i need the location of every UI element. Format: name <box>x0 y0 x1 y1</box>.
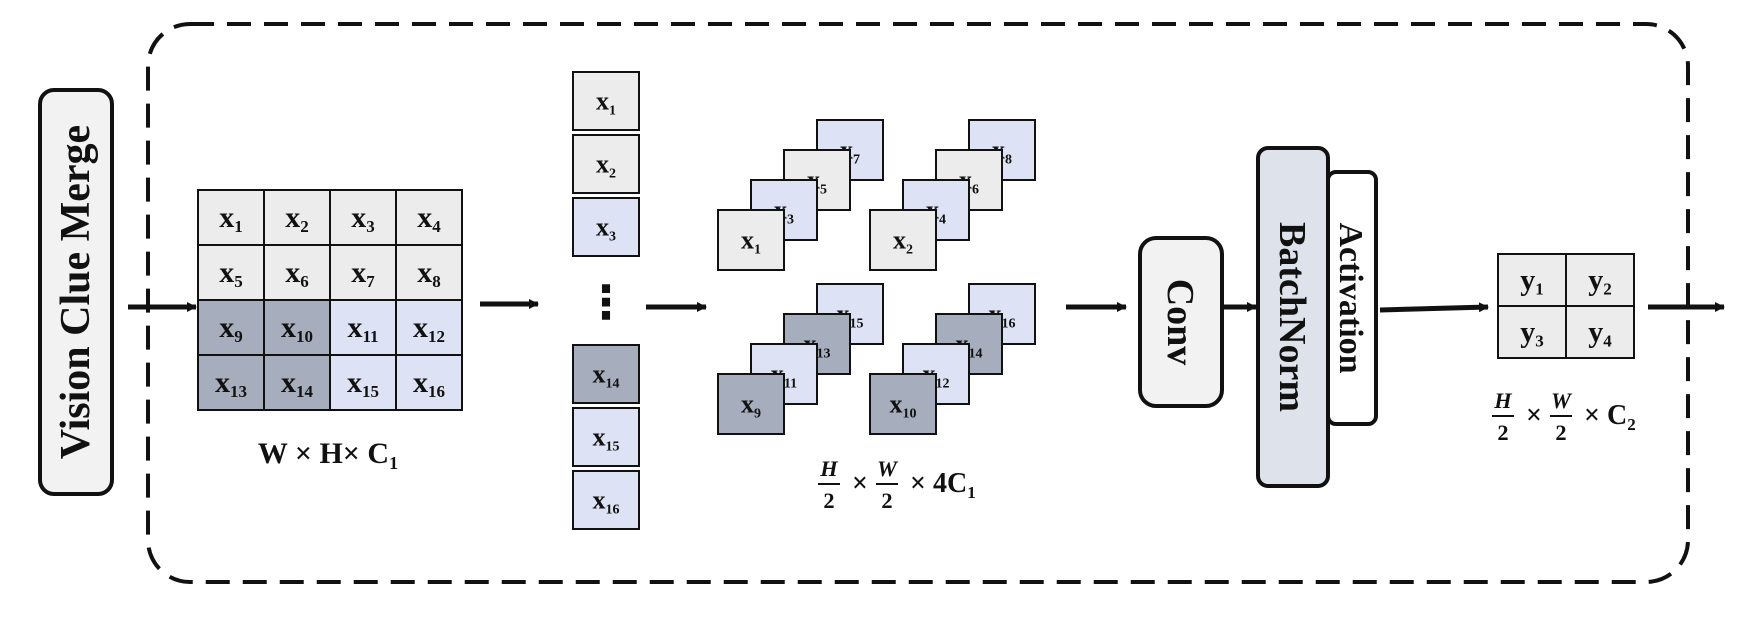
patch-cell-x9: x9 <box>197 299 265 356</box>
patch-cell-x5: x5 <box>197 244 265 301</box>
patch-cell-x2: x2 <box>263 189 331 246</box>
output-cell-y4-label: y4 <box>1588 316 1612 351</box>
output-cell-y1: y1 <box>1497 253 1567 307</box>
patch-cell-x16: x16 <box>395 354 463 411</box>
fraction-numerator: W <box>877 456 899 481</box>
title-box: Vision Clue Merge <box>38 88 114 496</box>
stack-cell-x1-label: x1 <box>741 225 761 257</box>
grid-caption: W × H× C1 <box>258 437 398 473</box>
patch-cell-x15: x15 <box>329 354 397 411</box>
shape-tail: × C2 <box>1584 400 1636 434</box>
output-cell-y2: y2 <box>1565 253 1635 307</box>
patch-cell-x1-label: x1 <box>219 201 243 236</box>
patch-cell-x9-label: x9 <box>219 311 243 346</box>
patch-cell-x6-label: x6 <box>285 256 309 291</box>
output-cell-y3: y3 <box>1497 305 1567 359</box>
fraction-denominator: 2 <box>1497 420 1508 445</box>
patch-cell-x5-label: x5 <box>219 256 243 291</box>
sequence-cell-x14: x14 <box>572 344 640 404</box>
sequence-cell-x16: x16 <box>572 470 640 530</box>
patch-cell-x16-label: x16 <box>413 366 445 401</box>
stack-cell-x10: x10 <box>869 373 937 435</box>
patch-cell-x14: x14 <box>263 354 331 411</box>
patch-cell-x8: x8 <box>395 244 463 301</box>
fraction-denominator: 2 <box>1555 420 1566 445</box>
patch-cell-x11-label: x11 <box>347 311 378 346</box>
conv-block: Conv <box>1138 236 1224 408</box>
arrow-to-output <box>1379 302 1489 313</box>
stack-cell-x10-label: x10 <box>890 389 917 421</box>
conv-label: Conv <box>1159 279 1201 366</box>
sequence-cell-x15-label: x15 <box>593 422 620 454</box>
patch-cell-x4: x4 <box>395 189 463 246</box>
sequence-cell-x16-label: x16 <box>593 485 620 517</box>
stack-cell-x9-label: x9 <box>741 389 761 421</box>
batchnorm-label: BatchNorm <box>1271 222 1313 412</box>
times-sign: × <box>852 468 868 499</box>
patch-cell-x10: x10 <box>263 299 331 356</box>
patch-cell-x2-label: x2 <box>285 201 309 236</box>
patch-cell-x8-label: x8 <box>417 256 441 291</box>
activation-block: Activation <box>1326 170 1378 426</box>
activation-label: Activation <box>1332 222 1369 373</box>
shape-tail: × 4C1 <box>910 468 976 502</box>
patch-cell-x3: x3 <box>329 189 397 246</box>
fraction-denominator: 2 <box>881 488 892 513</box>
patch-sequence: x1 x2 x3 x14 x15 x16 <box>572 71 640 530</box>
patch-cell-x7: x7 <box>329 244 397 301</box>
patch-cell-x10-label: x10 <box>281 311 313 346</box>
patch-cell-x14-label: x14 <box>281 366 314 401</box>
output-cell-y1-label: y1 <box>1520 264 1544 299</box>
stack-cell-x2-label: x2 <box>893 225 913 257</box>
patch-cell-x13: x13 <box>197 354 265 411</box>
patch-cell-x13-label: x13 <box>215 366 247 401</box>
patch-cell-x6: x6 <box>263 244 331 301</box>
title-text: Vision Clue Merge <box>53 125 99 459</box>
patch-stack-2: x8x6x4x2 <box>869 119 1036 271</box>
sequence-cell-x2: x2 <box>572 134 640 194</box>
patch-grid: x1 x2 x3 x4 x5 x6 x7 x8 x9 x10 x11 x12 x13 x14 x15 x16 <box>197 189 463 411</box>
patch-cell-x1: x1 <box>197 189 265 246</box>
patch-cell-x15-label: x15 <box>347 366 379 401</box>
patch-cell-x4-label: x4 <box>417 201 441 236</box>
sequence-cell-x3-label: x3 <box>596 212 616 244</box>
stack-cell-x9: x9 <box>717 373 785 435</box>
patch-cell-x3-label: x3 <box>351 201 375 236</box>
fraction-denominator: 2 <box>823 488 834 513</box>
output-cell-y3-label: y3 <box>1520 316 1544 351</box>
module-boundary <box>146 22 1690 584</box>
stack-shape-caption: H 2 × W 2 × 4C1 <box>818 456 976 513</box>
sequence-ellipsis: ⋮ <box>583 275 629 329</box>
patch-stack-1: x7x5x3x1 <box>717 119 884 271</box>
output-cell-y4: y4 <box>1565 305 1635 359</box>
patch-cell-x11: x11 <box>329 299 397 356</box>
stack-cell-x1: x1 <box>717 209 785 271</box>
patch-stack-4: x16x14x12x10 <box>869 283 1036 435</box>
output-cell-y2-label: y2 <box>1588 264 1612 299</box>
flow-arrows <box>128 299 1725 313</box>
stack-cell-x2: x2 <box>869 209 937 271</box>
batchnorm-block: BatchNorm <box>1256 146 1330 488</box>
sequence-cell-x2-label: x2 <box>596 149 616 181</box>
fraction-numerator: H <box>1493 388 1512 413</box>
patch-cell-x7-label: x7 <box>351 256 375 291</box>
output-grid: y1 y2 y3 y4 <box>1497 253 1635 359</box>
sequence-cell-x14-label: x14 <box>593 359 620 391</box>
sequence-cell-x3: x3 <box>572 197 640 257</box>
sequence-cell-x15: x15 <box>572 407 640 467</box>
patch-cell-x12: x12 <box>395 299 463 356</box>
sequence-cell-x1-label: x1 <box>596 86 616 118</box>
times-sign: × <box>1526 400 1542 431</box>
patch-cell-x12-label: x12 <box>413 311 445 346</box>
fraction-numerator: H <box>819 456 838 481</box>
patch-stacks: x7x5x3x1x8x6x4x2x15x13x11x9x16x14x12x10 <box>717 119 1036 435</box>
sequence-cell-x1: x1 <box>572 71 640 131</box>
patch-stack-3: x15x13x11x9 <box>717 283 884 435</box>
fraction-numerator: W <box>1551 388 1573 413</box>
output-shape-caption: H 2 × W 2 × C2 <box>1492 388 1636 445</box>
